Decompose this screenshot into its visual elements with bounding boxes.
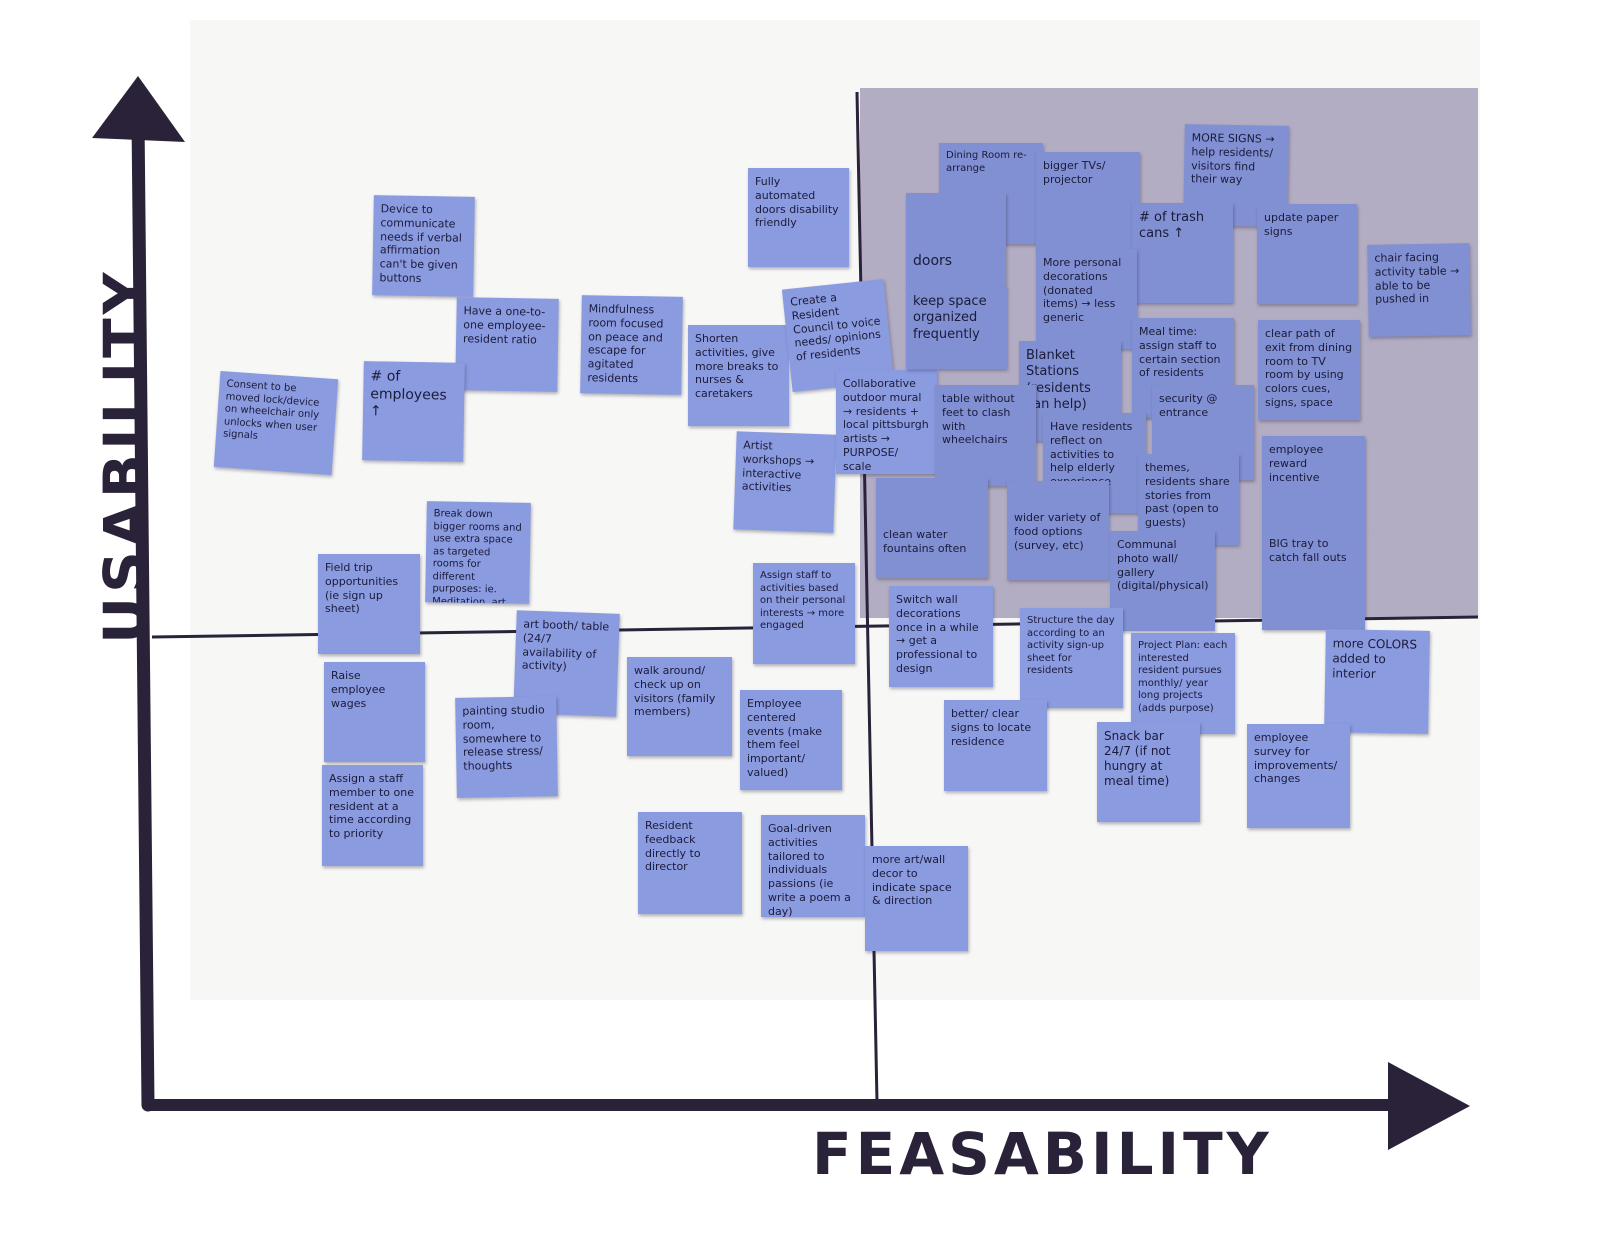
sticky-note: Shorten activities, give more breaks to … — [688, 325, 789, 426]
sticky-note: Resident feedback directly to director — [638, 812, 742, 914]
sticky-note: More personal decorations (donated items… — [1036, 249, 1137, 349]
sticky-note: Device to communicate needs if verbal af… — [372, 195, 475, 297]
sticky-note: better/ clear signs to locate residence — [944, 700, 1047, 791]
sticky-note: Raise employee wages — [324, 662, 425, 762]
sticky-note: Break down bigger rooms and use extra sp… — [425, 501, 531, 604]
x-axis-label: FEASABILITY — [812, 1120, 1273, 1188]
sticky-note: clear path of exit from dining room to T… — [1258, 320, 1360, 420]
y-axis-line — [131, 113, 155, 1112]
sticky-note: Assign a staff member to one resident at… — [322, 765, 423, 866]
sticky-note: keep space organized frequently — [906, 287, 1007, 369]
sticky-note: Field trip opportunities (ie sign up she… — [318, 554, 420, 654]
sticky-note: Mindfulness room focused on peace and es… — [580, 295, 683, 395]
sticky-note: Fully automated doors disability friendl… — [748, 168, 849, 267]
sticky-note: Communal photo wall/ gallery (digital/ph… — [1110, 531, 1215, 631]
x-axis-arrowhead — [1388, 1062, 1470, 1150]
sticky-note: more COLORS added to interior — [1324, 629, 1430, 734]
sticky-note: Artist workshops → interactive activitie… — [733, 431, 837, 533]
sticky-note: Collaborative outdoor mural → residents … — [836, 370, 937, 474]
sticky-note: Structure the day according to an activi… — [1020, 608, 1123, 708]
sticky-note: Goal-driven activities tailored to indiv… — [761, 815, 865, 917]
sticky-note: walk around/ check up on visitors (famil… — [627, 657, 732, 756]
sticky-note: wider variety of food options (survey, e… — [1007, 481, 1109, 580]
y-axis-label: USABILITY — [91, 268, 159, 644]
sticky-note: Employee centered events (make them feel… — [740, 690, 842, 790]
sticky-note: painting studio room, somewhere to relea… — [455, 696, 558, 798]
sticky-note: Have a one-to-one employee-resident rati… — [455, 297, 559, 392]
sticky-note: # of employees ↑ — [362, 361, 465, 462]
sticky-note: bigger TVs/ projector — [1036, 152, 1140, 252]
sticky-note: update paper signs — [1257, 204, 1357, 304]
sticky-note: Switch wall decorations once in a while … — [889, 586, 993, 687]
sticky-note: clean water fountains often — [876, 478, 988, 578]
sticky-note: Project Plan: each interested resident p… — [1131, 633, 1235, 734]
sticky-note: Consent to be moved lock/device on wheel… — [213, 371, 339, 475]
sticky-note: # of trash cans ↑ — [1132, 203, 1233, 303]
sticky-note: chair facing activity table → able to be… — [1367, 243, 1471, 337]
sticky-note: themes, residents share stories from pas… — [1138, 454, 1239, 545]
sticky-note: doors — [906, 193, 1006, 289]
sticky-note: BIG tray to catch fall outs — [1262, 530, 1365, 630]
sticky-note: Assign staff to activities based on thei… — [753, 563, 855, 664]
sticky-note: Snack bar 24/7 (if not hungry at meal ti… — [1097, 722, 1200, 822]
sticky-note: employee survey for improvements/ change… — [1247, 724, 1350, 828]
sticky-note: more art/wall decor to indicate space & … — [865, 846, 968, 951]
sticky-note: table without feet to clash with wheelch… — [935, 385, 1036, 486]
y-axis-arrowhead — [92, 76, 185, 142]
sticky-note: employee reward incentive — [1262, 436, 1365, 530]
